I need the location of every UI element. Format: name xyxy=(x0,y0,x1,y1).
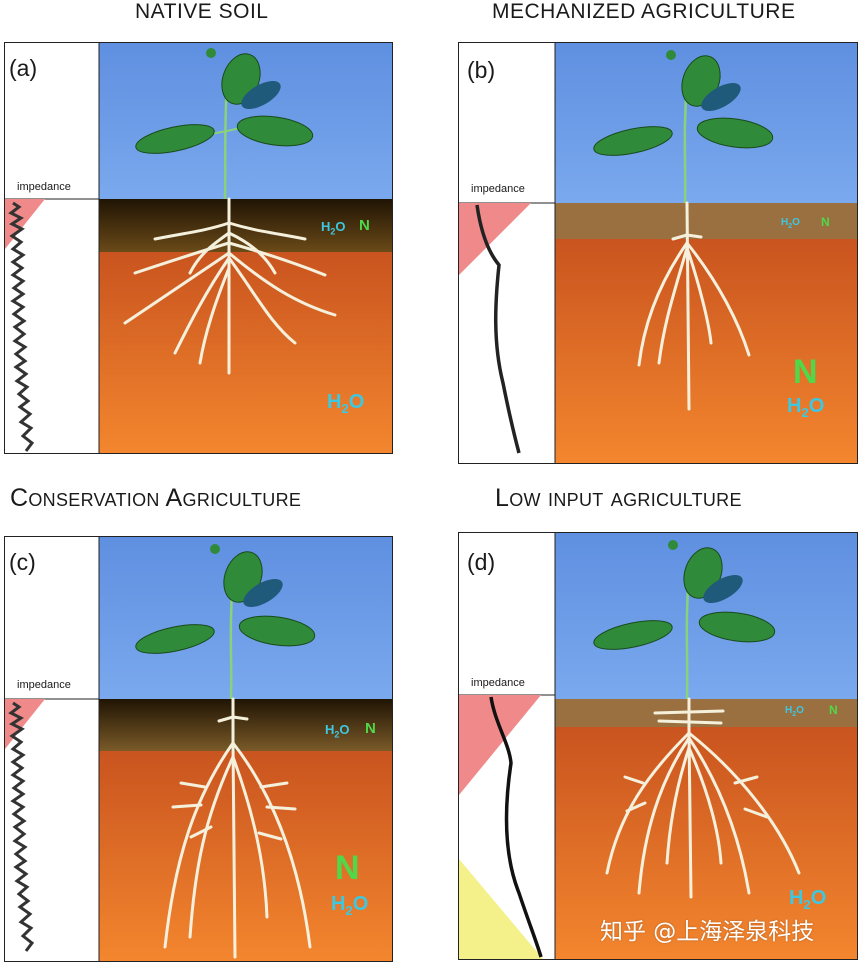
impedance-label-a: impedance xyxy=(17,181,71,193)
water-topsoil-c: H2O xyxy=(325,722,350,740)
panel-label-c: (c) xyxy=(9,549,36,575)
nitrogen-topsoil-c: N xyxy=(365,720,376,737)
roots-d xyxy=(605,697,801,899)
impedance-triangle xyxy=(459,695,541,795)
leaf xyxy=(236,115,314,147)
water-subsoil-c: H2O xyxy=(331,893,369,918)
panel-a-drawing xyxy=(5,43,392,453)
water-subsoil-b: H2O xyxy=(787,395,825,420)
panel-b-drawing xyxy=(459,43,857,463)
panel-a: (a) impedance H2O N H2O xyxy=(4,42,393,454)
roots-a xyxy=(123,197,337,375)
panel-label-d: (d) xyxy=(467,549,496,575)
plant-a xyxy=(135,48,314,200)
nitrogen-subsoil-b: N xyxy=(793,353,818,391)
panel-d-drawing xyxy=(459,533,857,959)
impedance-label-d: impedance xyxy=(471,677,525,689)
plant-c xyxy=(135,544,316,700)
panel-c-drawing xyxy=(5,537,392,961)
nitrogen-topsoil-a: N xyxy=(359,217,370,234)
leaf xyxy=(135,124,215,154)
plant-b xyxy=(593,50,774,204)
nitrogen-topsoil-d: N xyxy=(829,703,838,717)
impedance-trace xyxy=(475,204,521,454)
impedance-triangle xyxy=(459,203,531,275)
title-mechanized-agriculture: MECHANIZED AGRICULTURE xyxy=(492,0,796,23)
plant-d xyxy=(593,540,776,700)
impedance-trace xyxy=(489,696,543,958)
roots-b xyxy=(637,201,751,411)
impedance-trace xyxy=(8,701,35,952)
nitrogen-topsoil-b: N xyxy=(821,215,830,229)
watermark: 知乎 @上海泽泉科技 xyxy=(600,919,815,945)
impedance-trace xyxy=(8,201,35,452)
water-topsoil-b: H2O xyxy=(781,217,800,230)
panel-d: (d) impedance H2O N H2O xyxy=(458,532,858,960)
roots-c xyxy=(163,697,312,959)
water-subsoil-d: H2O xyxy=(789,887,827,912)
title-low-input-agriculture: Low input agriculture xyxy=(495,484,742,512)
title-conservation-agriculture: Conservation Agriculture xyxy=(10,484,302,512)
panel-label-a: (a) xyxy=(9,55,38,81)
nitrogen-subsoil-c: N xyxy=(335,849,360,887)
water-topsoil-a: H2O xyxy=(321,219,346,237)
water-topsoil-d: H2O xyxy=(785,705,804,718)
subsoil xyxy=(99,252,392,453)
impedance-triangle-yellow xyxy=(459,859,543,959)
panel-b: (b) impedance H2O N N H2O xyxy=(458,42,858,464)
impedance-label-b: impedance xyxy=(471,183,525,195)
water-subsoil-a: H2O xyxy=(327,391,365,416)
panel-label-b: (b) xyxy=(467,57,496,83)
impedance-label-c: impedance xyxy=(17,679,71,691)
panel-c: (c) impedance H2O N N H2O xyxy=(4,536,393,962)
title-native-soil: NATIVE SOIL xyxy=(135,0,269,23)
